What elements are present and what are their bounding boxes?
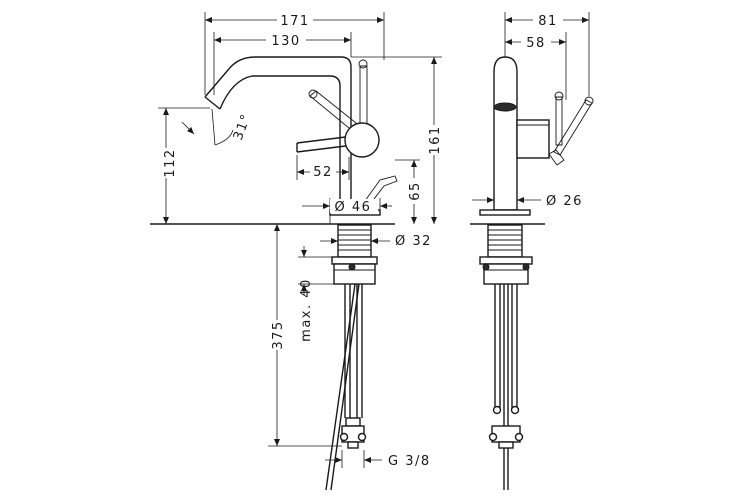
spout-inner-outline [219, 75, 341, 210]
dim-height-112: 112 [163, 148, 178, 177]
mixer-body-circle [344, 122, 380, 158]
side-threaded-shank [479, 224, 533, 285]
dim-depth-58: 58 [526, 36, 546, 51]
side-levers [548, 91, 594, 166]
dim-length-375: 375 [271, 320, 286, 349]
dim-diameter-26: Ø 26 [546, 194, 583, 209]
dim-height-65: 65 [408, 181, 423, 201]
spout-outline [204, 56, 352, 210]
dim-max-40: max. 40 [299, 278, 314, 342]
dim-angle-31: 31° [231, 111, 255, 142]
aerator-outlet [493, 102, 517, 112]
side-view: 81 58 Ø 26 [470, 12, 594, 490]
threaded-shank [331, 224, 378, 285]
dim-thread-g38: G 3/8 [388, 454, 431, 469]
dim-diameter-32: Ø 32 [395, 234, 432, 249]
dim-width-130: 130 [271, 34, 300, 49]
front-view: 171 130 161 112 31° 52 65 [150, 12, 443, 491]
dim-depth-81: 81 [538, 14, 558, 29]
dim-height-161: 161 [428, 125, 443, 154]
side-supply-hoses [488, 284, 524, 490]
side-column [493, 56, 518, 211]
dim-width-52: 52 [313, 165, 333, 180]
dim-width-171: 171 [280, 14, 309, 29]
supply-hoses [325, 283, 367, 491]
dim-diameter-46: Ø 46 [335, 200, 372, 215]
